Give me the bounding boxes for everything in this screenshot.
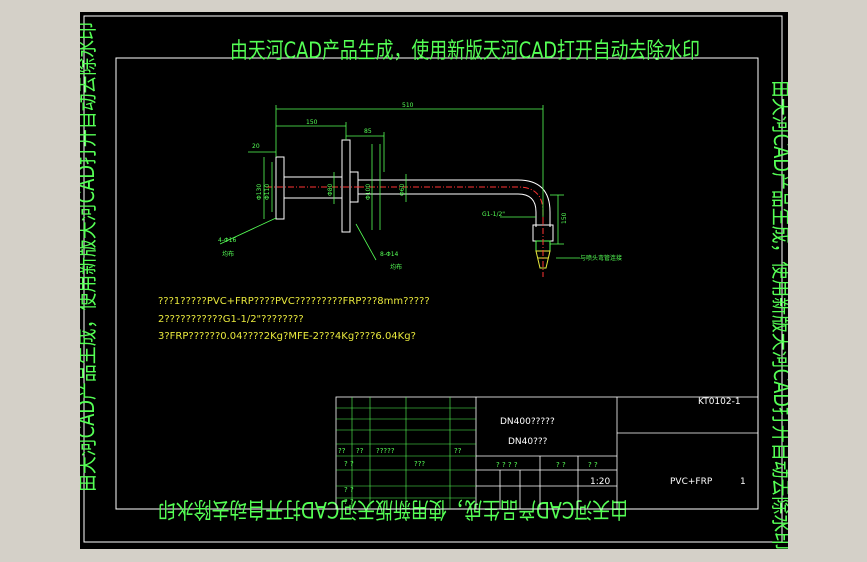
watermark-left: 由天河CAD产品生成，使用新版天河CAD打开自动去除水印 — [80, 22, 100, 492]
dim-phi80: Φ80 — [327, 183, 334, 196]
tb-cell-r1c: ????? — [376, 447, 395, 455]
title-block-grid — [336, 397, 476, 509]
dim-85: 85 — [364, 128, 372, 135]
tb-cell-m2: ? ? — [556, 461, 566, 469]
annotation-holes-a-sub: 均布 — [222, 250, 234, 258]
annotation-nozzle: 与喷头弯管连接 — [580, 254, 622, 262]
tb-cell-r3b: ? ? — [344, 498, 354, 506]
watermark-right: 由天河CAD产品生成，使用新版天河CAD打开自动去除水印 — [768, 80, 788, 549]
annotation-holes-b: 8-Φ14 — [380, 251, 399, 258]
inner-frame — [115, 57, 759, 510]
tb-cell-r2b: ??? — [414, 460, 425, 468]
tb-cell-r1b: ?? — [356, 447, 364, 455]
dim-phi130: Φ130 — [256, 184, 263, 200]
annotation-holes-b-sub: 均布 — [390, 263, 402, 271]
quantity: 1 — [740, 477, 746, 487]
tb-cell-r1a: ?? — [338, 447, 346, 455]
middle-flange — [341, 139, 351, 233]
tb-cell-m1: ? ? ? ? — [496, 461, 518, 469]
dim-20: 20 — [252, 143, 260, 150]
note-line-1: ???1?????PVC+FRP????PVC?????????FRP???8m… — [158, 296, 430, 307]
dim-phi110: Φ110 — [264, 184, 271, 200]
material: PVC+FRP — [670, 477, 713, 487]
dim-overall: 510 — [402, 102, 414, 109]
dimension-lines — [219, 105, 580, 261]
tb-cell-r2a: ? ? — [344, 460, 354, 468]
part-name-line-1: DN400????? — [500, 417, 555, 427]
note-line-2: 2???????????G1-1/2"???????? — [158, 314, 304, 325]
title-block — [335, 396, 759, 510]
tb-cell-r1d: ?? — [454, 447, 462, 455]
dim-150-vertical: 150 — [561, 212, 568, 224]
dim-thread: G1-1/2" — [482, 211, 505, 218]
note-line-3: 3?FRP??????0.04????2Kg?MFE-2???4Kg????6.… — [158, 331, 416, 342]
annotation-holes-a: 4-Φ16 — [218, 237, 237, 244]
drawing-number: KT0102-1 — [698, 397, 741, 407]
scale: 1:20 — [590, 477, 610, 487]
elbow-red-line — [358, 186, 544, 224]
pipe-part-drawing — [266, 139, 554, 277]
dim-phi60: Φ60 — [399, 183, 406, 196]
left-flange — [275, 156, 285, 220]
outer-frame — [83, 15, 783, 543]
watermark-bottom: 由天河CAD产品生成，使用新版天河CAD打开自动去除水印 — [158, 496, 628, 521]
cad-drawing-canvas: 由天河CAD产品生成，使用新版天河CAD打开自动去除水印 由天河CAD产品生成，… — [75, 12, 793, 550]
part-name-line-2: DN40??? — [508, 437, 548, 447]
tb-cell-m3: ? ? — [588, 461, 598, 469]
dim-150: 150 — [306, 119, 318, 126]
tb-cell-r3a: ? ? — [344, 486, 354, 494]
dim-phi100: Φ100 — [365, 184, 372, 200]
spray-nozzle — [535, 250, 551, 269]
watermark-top: 由天河CAD产品生成，使用新版天河CAD打开自动去除水印 — [230, 39, 700, 64]
